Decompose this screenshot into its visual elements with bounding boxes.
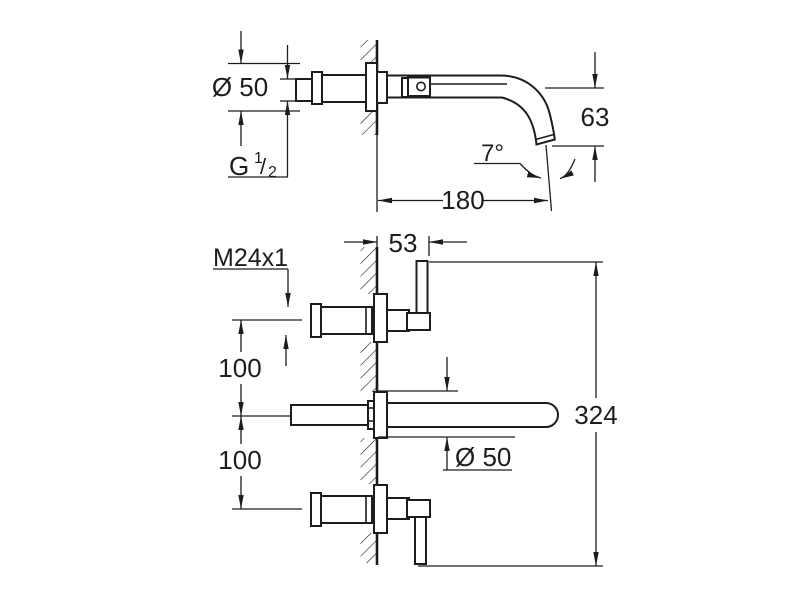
dim-spout-projection: 180 <box>378 185 548 215</box>
dim-label-spacing-lower: 100 <box>218 445 261 475</box>
lever-hub <box>406 499 431 518</box>
dim-label-thread-numerator: 1 <box>254 150 263 167</box>
dim-rosette-diameter-top: Ø 50 <box>212 31 300 146</box>
lever-handle <box>414 516 427 565</box>
valve-body <box>320 306 373 335</box>
dim-label-valve-thread: M24x1 <box>213 244 288 272</box>
dim-spout-angle: 7° <box>474 140 576 212</box>
dim-label-thread-denominator: 2 <box>268 164 277 181</box>
body-collar <box>311 71 323 105</box>
spout-set-block <box>407 76 431 97</box>
valve-body <box>320 495 373 524</box>
valve-collar <box>310 492 322 527</box>
wall-hatch <box>360 438 377 484</box>
valve-stem <box>386 497 410 520</box>
valve-rosette <box>373 484 388 534</box>
dim-overall-width: 324 <box>418 261 618 567</box>
valve-rosette <box>373 293 388 343</box>
dim-valve-thread: M24x1 <box>213 244 291 366</box>
valve-collar <box>310 303 322 338</box>
spout-rosette-plan <box>373 391 388 439</box>
dim-label-rosette-diameter: Ø 50 <box>212 72 268 102</box>
dim-rosette-diameter-bottom: Ø 50 <box>378 357 515 472</box>
dim-label-rosette-diameter-plan: Ø 50 <box>455 442 511 472</box>
wall-hatch <box>360 342 377 392</box>
dim-label-spout-angle: 7° <box>481 140 504 167</box>
spout-side <box>376 71 556 146</box>
dim-label-overall-width: 324 <box>574 400 617 430</box>
wall-hatch <box>360 111 377 135</box>
wall-hatch <box>360 247 377 294</box>
dim-label-handle-projection: 53 <box>389 228 418 258</box>
rough-in-body <box>321 74 367 103</box>
dim-thread-g-half: G 1 / 2 <box>228 45 296 181</box>
dim-label-thread-slash: / <box>260 154 267 179</box>
dim-handle-projection: 53 <box>344 228 467 258</box>
wall-flange <box>365 62 378 112</box>
valve-stem <box>386 309 410 332</box>
lever-handle <box>415 260 429 314</box>
dim-spout-drop-height: 63 <box>545 52 609 182</box>
bottom-view: 53 M24x1 100 100 Ø 50 <box>213 228 618 567</box>
dim-label-thread-g: G <box>229 151 249 181</box>
spout-rosette-side <box>376 71 388 104</box>
upper-valve <box>310 260 431 343</box>
dim-label-drop-height: 63 <box>581 102 610 132</box>
wall-hatch <box>360 40 377 64</box>
lower-valve <box>310 484 431 565</box>
spout-outline-plan <box>386 402 559 428</box>
spout-supply-stub <box>290 404 369 426</box>
dim-label-spout-projection: 180 <box>441 185 484 215</box>
concealed-body-side <box>295 62 378 112</box>
wall-hatch <box>360 533 377 563</box>
set-screw-icon <box>415 81 426 92</box>
top-view: Ø 50 G 1 / 2 63 7° <box>212 31 609 215</box>
lever-hub <box>406 312 431 331</box>
dim-label-spacing-upper: 100 <box>218 353 261 383</box>
g-half-stub <box>295 78 313 102</box>
spout-plan <box>290 391 559 439</box>
dim-hole-spacing: 100 100 <box>218 319 302 510</box>
aerator-cap-line <box>535 133 555 141</box>
